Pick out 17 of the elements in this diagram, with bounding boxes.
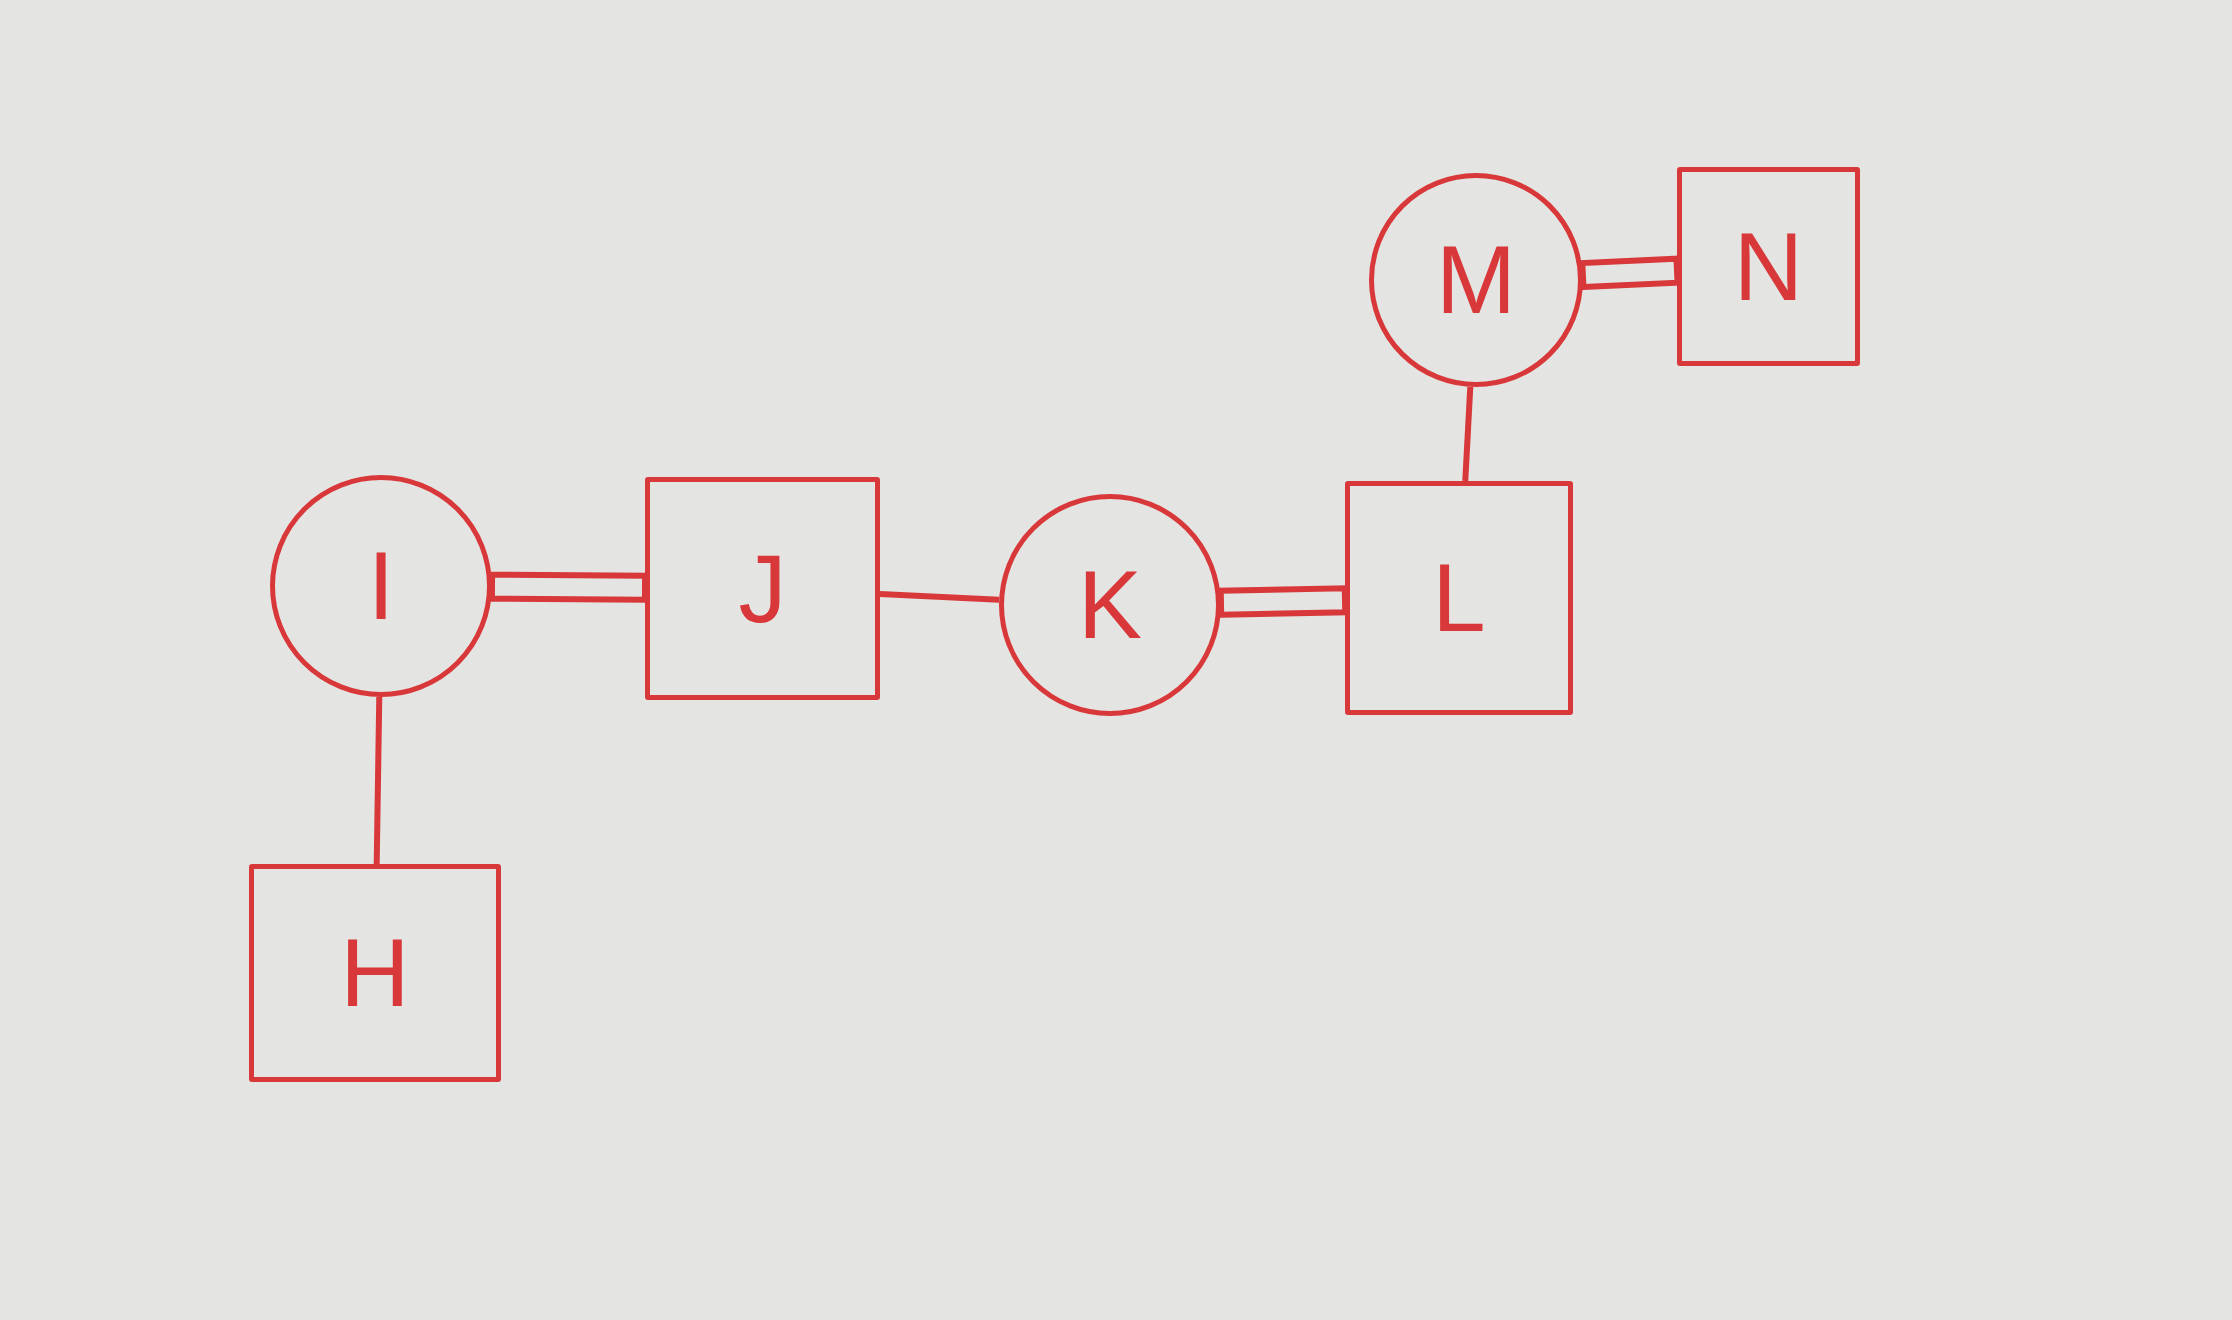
node-letter: L — [1432, 550, 1486, 646]
node-letter: K — [1078, 557, 1142, 653]
circle-node — [1369, 173, 1583, 387]
square-node — [1345, 481, 1573, 715]
node-letter: M — [1436, 232, 1516, 328]
connector-line — [373, 696, 383, 865]
square-node — [249, 864, 501, 1082]
square-node — [645, 477, 880, 700]
node-letter: H — [340, 925, 410, 1021]
circle-node — [270, 475, 492, 697]
connector-line — [1462, 386, 1474, 482]
node-letter: I — [367, 538, 395, 634]
square-node — [1677, 167, 1860, 366]
node-letter: N — [1733, 218, 1804, 315]
circle-node — [999, 494, 1221, 716]
node-letter: J — [738, 540, 787, 637]
connector-line — [879, 591, 1000, 603]
